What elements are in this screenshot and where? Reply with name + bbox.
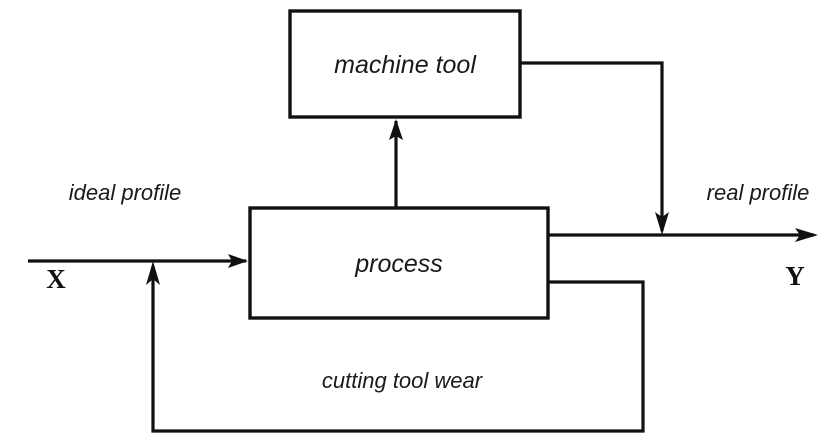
label-input-signal-x: X (46, 264, 66, 294)
connection-tool-wear-feedback (151, 266, 645, 433)
arrowhead-tool-wear-feedback (146, 261, 160, 285)
machine-tool-box[interactable] (288, 9, 522, 119)
arrowhead-process-to-machine-tool (389, 119, 403, 140)
label-output-signal-y: Y (785, 261, 805, 291)
block-machine-tool[interactable]: machine tool (288, 9, 522, 119)
connection-layer (28, 61, 818, 433)
arrowhead-machine-tool-to-output (655, 212, 669, 235)
machine-tool-label: machine tool (334, 51, 477, 79)
block-process[interactable]: process (248, 206, 550, 320)
label-real-profile: real profile (707, 180, 810, 205)
label-cutting-tool-wear: cutting tool wear (322, 368, 484, 393)
connection-machine-tool-to-output (520, 61, 664, 231)
arrowhead-process-to-output (795, 228, 818, 242)
process-box[interactable] (248, 206, 550, 320)
arrowhead-input-to-process (228, 254, 248, 268)
process-label: process (354, 250, 443, 278)
label-ideal-profile: ideal profile (69, 180, 182, 205)
